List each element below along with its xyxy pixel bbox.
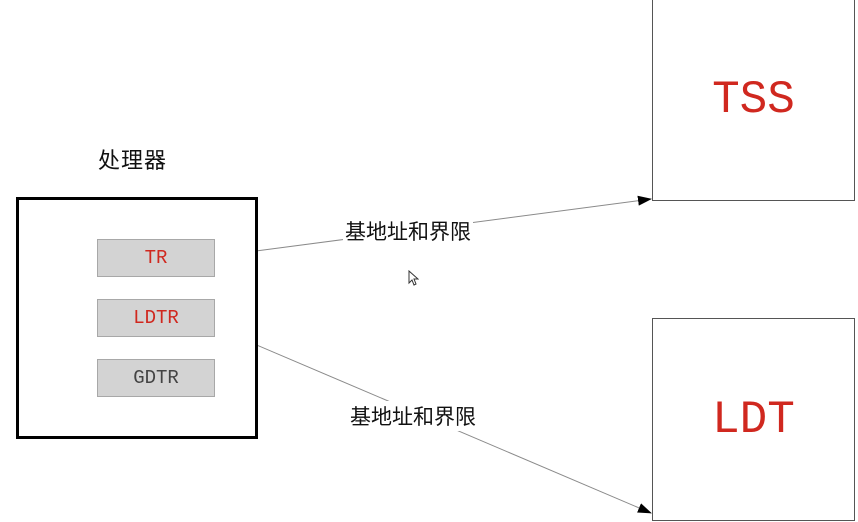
register-tr: TR	[97, 239, 215, 277]
processor-box: TR LDTR GDTR	[16, 197, 258, 439]
register-gdtr: GDTR	[97, 359, 215, 397]
register-ldtr: LDTR	[97, 299, 215, 337]
ldt-box: LDT	[652, 318, 855, 521]
mouse-pointer-icon	[408, 269, 420, 290]
tss-label: TSS	[712, 73, 795, 126]
edge-label-tr-tss: 基地址和界限	[343, 216, 473, 246]
processor-title: 处理器	[98, 149, 168, 174]
tss-box: TSS	[652, 0, 855, 201]
edge-label-ldtr-ldt: 基地址和界限	[348, 401, 478, 431]
ldt-label: LDT	[712, 393, 795, 446]
